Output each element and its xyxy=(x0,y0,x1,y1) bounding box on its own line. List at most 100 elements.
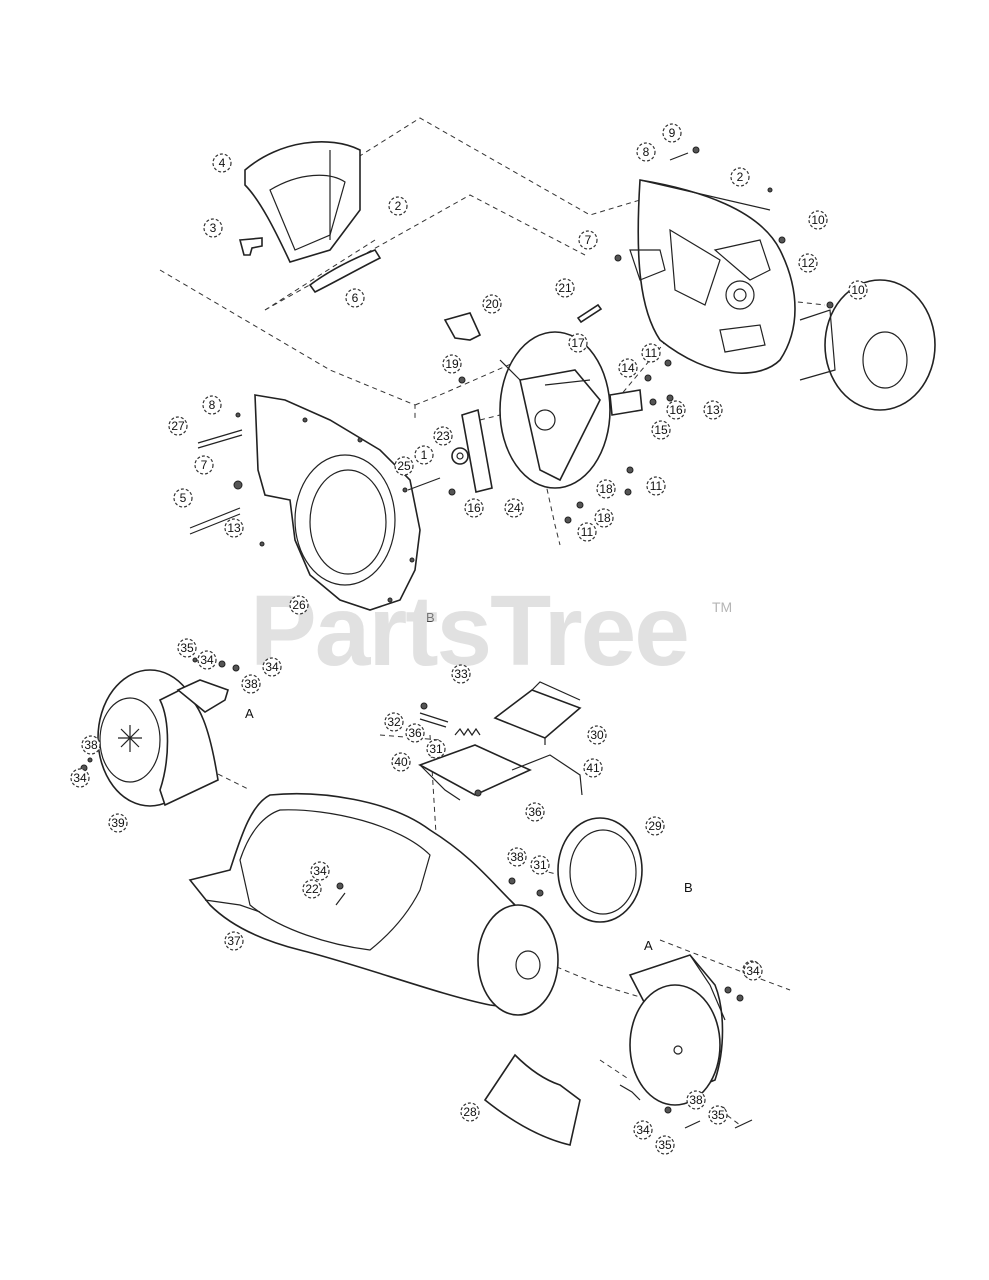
callout-label: 35 xyxy=(180,641,194,655)
callout-circle xyxy=(388,196,408,216)
callout-21: 21 xyxy=(555,278,575,298)
callout-label: 38 xyxy=(84,738,98,752)
watermark-tm: TM xyxy=(712,599,732,615)
callout-27: 27 xyxy=(168,416,188,436)
callout-circle xyxy=(743,961,763,981)
callout-label: 18 xyxy=(599,482,613,496)
callout-label: 6 xyxy=(352,291,359,305)
callout-label: 37 xyxy=(227,934,241,948)
callout-circle xyxy=(345,288,365,308)
callout-circle xyxy=(618,358,638,378)
callout-34: 34 xyxy=(70,768,90,788)
callout-circle xyxy=(224,518,244,538)
callout-label: 8 xyxy=(209,398,216,412)
callout-circle xyxy=(641,343,661,363)
callout-circle xyxy=(848,280,868,300)
callout-label: 13 xyxy=(227,521,241,535)
callout-circle xyxy=(391,752,411,772)
callout-circle xyxy=(507,847,527,867)
callout-38: 38 xyxy=(81,735,101,755)
watermark-text: PartsTree xyxy=(250,575,688,687)
spring-part xyxy=(454,727,481,737)
callout-11: 11 xyxy=(577,522,597,542)
wheel-rear xyxy=(799,279,936,411)
callout-label: 16 xyxy=(467,501,481,515)
callout-13: 13 xyxy=(703,400,723,420)
callout-label: 25 xyxy=(397,459,411,473)
rod-41 xyxy=(511,754,583,796)
callout-1: 1 xyxy=(414,445,434,465)
callout-37: 37 xyxy=(224,931,244,951)
callout-label: 2 xyxy=(737,170,744,184)
callout-4: 4 xyxy=(212,153,232,173)
callout-label: 18 xyxy=(597,511,611,525)
hinge-part xyxy=(308,249,382,294)
callout-circle xyxy=(808,210,828,230)
callout-label: 11 xyxy=(650,479,663,493)
knob-part xyxy=(238,237,263,256)
impeller xyxy=(499,331,611,489)
callout-30: 30 xyxy=(587,725,607,745)
callout-15: 15 xyxy=(651,420,671,440)
callout-circle xyxy=(651,420,671,440)
callout-34: 34 xyxy=(310,861,330,881)
callout-label: 26 xyxy=(292,598,306,612)
callout-circle xyxy=(708,1105,728,1125)
callout-circle xyxy=(568,333,588,353)
callout-label: 29 xyxy=(648,819,662,833)
callout-13: 13 xyxy=(224,518,244,538)
callout-39: 39 xyxy=(108,813,128,833)
callout-circle xyxy=(173,488,193,508)
callout-circle xyxy=(646,476,666,496)
callout-18: 18 xyxy=(594,508,614,528)
callout-19: 19 xyxy=(442,354,462,374)
callout-label: 5 xyxy=(180,491,187,505)
callout-circle xyxy=(405,723,425,743)
callout-label: 34 xyxy=(746,964,760,978)
callout-label: 21 xyxy=(558,281,572,295)
callout-label: 31 xyxy=(533,858,547,872)
callout-16: 16 xyxy=(464,498,484,518)
callout-35: 35 xyxy=(177,638,197,658)
ref-letter-a-upper: A xyxy=(245,706,254,721)
callout-8: 8 xyxy=(202,395,222,415)
callout-circle xyxy=(302,879,322,899)
callout-circle xyxy=(241,674,261,694)
callout-10: 10 xyxy=(848,280,868,300)
callout-circle xyxy=(686,1090,706,1110)
callout-label: 7 xyxy=(585,233,592,247)
bracket-30 xyxy=(493,681,582,745)
callout-25: 25 xyxy=(394,456,414,476)
callout-22: 22 xyxy=(302,879,322,899)
callout-circle xyxy=(587,725,607,745)
callout-11: 11 xyxy=(641,343,661,363)
callout-label: 36 xyxy=(528,805,542,819)
callout-circle xyxy=(202,395,222,415)
callout-label: 41 xyxy=(586,761,600,775)
callout-circle xyxy=(530,855,550,875)
callout-35: 35 xyxy=(708,1105,728,1125)
callout-36: 36 xyxy=(525,802,545,822)
callout-label: 16 xyxy=(669,403,683,417)
callout-circle xyxy=(224,931,244,951)
callout-32: 32 xyxy=(384,712,404,732)
callout-17: 17 xyxy=(568,333,588,353)
callout-circle xyxy=(578,230,598,250)
callout-circle xyxy=(433,426,453,446)
callout-38: 38 xyxy=(507,847,527,867)
callout-40: 40 xyxy=(391,752,411,772)
callout-circle xyxy=(583,758,603,778)
callout-label: 30 xyxy=(590,728,604,742)
callout-circle xyxy=(577,522,597,542)
callout-label: 3 xyxy=(210,221,217,235)
callout-34: 34 xyxy=(262,657,282,677)
plate-part xyxy=(609,389,643,416)
callout-label: 28 xyxy=(463,1105,477,1119)
callout-circle xyxy=(798,253,818,273)
callout-circle xyxy=(633,1120,653,1140)
main-shroud xyxy=(188,792,559,1016)
callout-34: 34 xyxy=(197,650,217,670)
callout-circle xyxy=(636,142,656,162)
